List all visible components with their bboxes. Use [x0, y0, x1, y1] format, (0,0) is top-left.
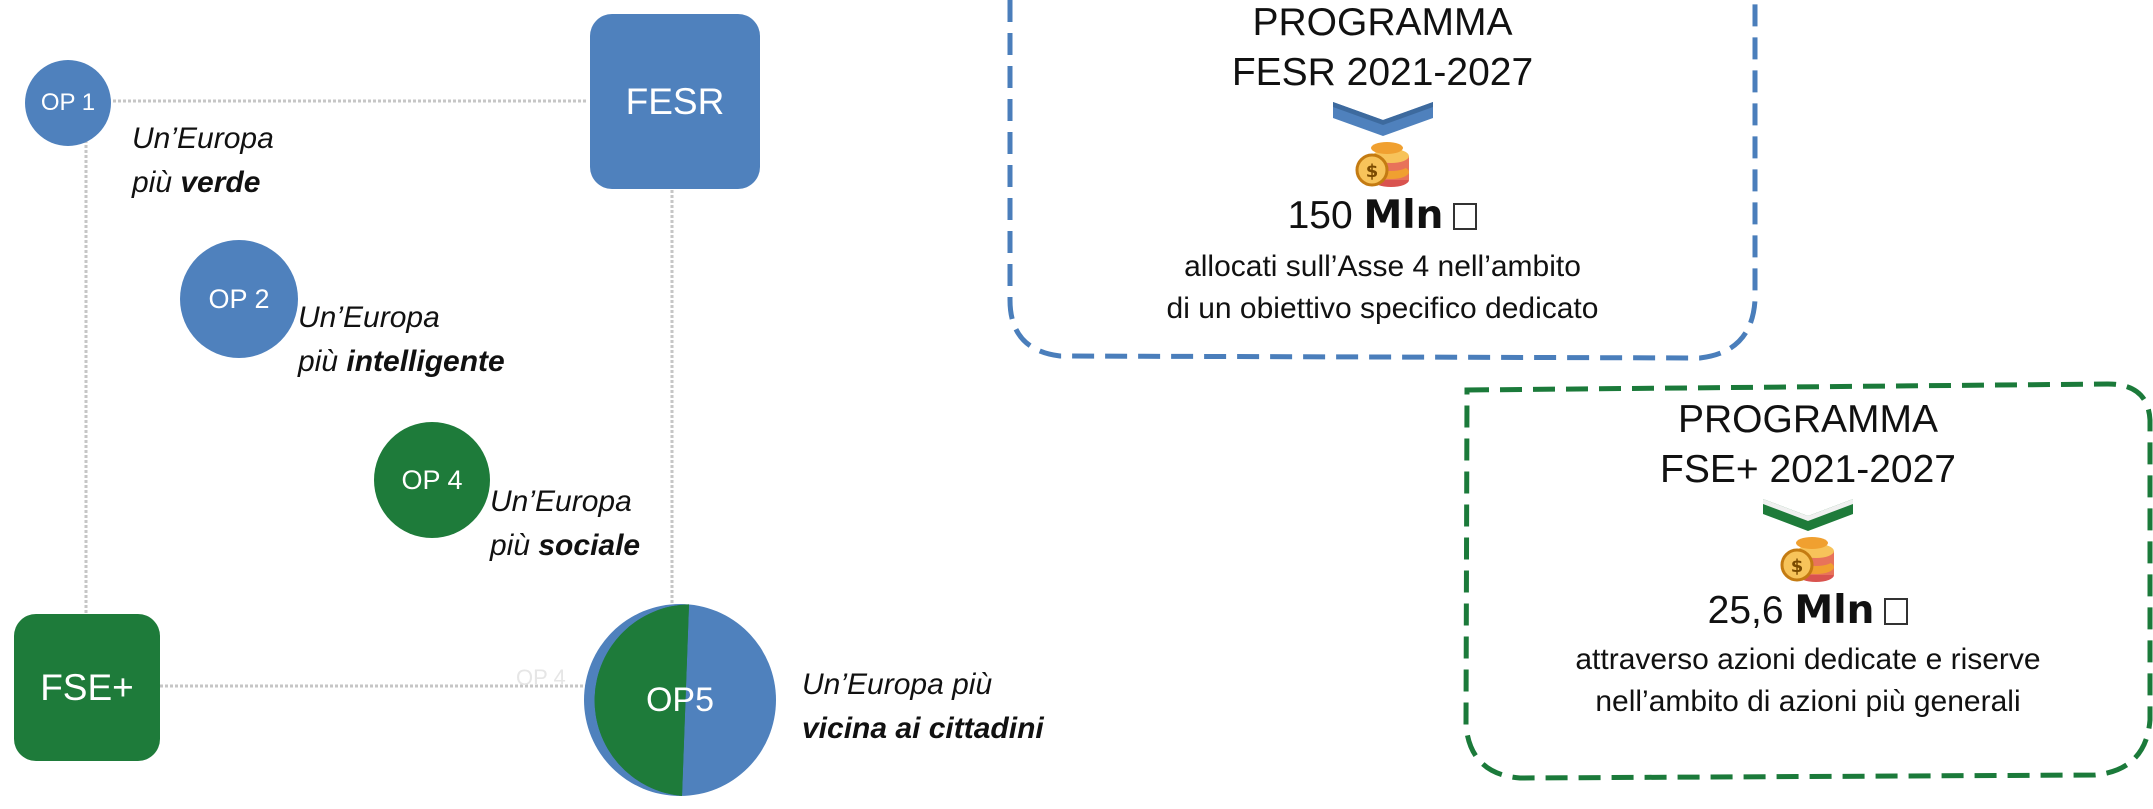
op4-node: OP 4 [374, 422, 490, 538]
fse-amount-line: 25,6 Mln [1466, 587, 2150, 635]
op4-caption-bold: sociale [538, 529, 641, 562]
op5-faint-label: OP 4 [516, 665, 566, 690]
op4-caption: Un’Europa più sociale [490, 480, 640, 568]
chevron-down-icon [1763, 499, 1853, 531]
fse-unit: Mln [1794, 588, 1875, 633]
op5-caption: Un’Europa più vicina ai cittadini [802, 663, 1044, 751]
op5-node [584, 604, 776, 796]
op1-caption-line1: Un’Europa [132, 122, 274, 155]
fse-program-box [1463, 381, 2153, 781]
op1-caption-line2: più verde [132, 166, 261, 199]
fesr-program-period: FESR 2021-2027 [1231, 51, 1534, 94]
op5-caption-bold: vicina ai cittadini [802, 712, 1044, 745]
op1-caption-bold: verde [180, 166, 261, 199]
fesr-program-title: PROGRAMMA [1252, 1, 1513, 44]
fse-amount: 25,6 [1707, 589, 1784, 632]
fse-desc-line2: nell’ambito di azioni più generali [1595, 685, 2021, 718]
svg-text:$: $ [1791, 556, 1804, 577]
op5-caption-line2: vicina ai cittadini [802, 707, 1044, 751]
fesr-program-box [1007, 0, 1758, 361]
op2-caption-line2: più intelligente [298, 345, 505, 378]
op2-caption-line1: Un’Europa [298, 301, 440, 334]
fse-desc-line1: attraverso azioni dedicate e riserve [1575, 643, 2041, 676]
fesr-unit: Mln [1363, 193, 1444, 238]
coins-icon: $ [1355, 142, 1409, 187]
op2-caption: Un’Europa più intelligente [298, 296, 505, 384]
fse-program: PROGRAMMA FSE+ 2021-2027 $ 25,6 Mln attr… [1466, 395, 2150, 723]
fesr-desc-line2: di un obiettivo specifico dedicato [1166, 292, 1599, 325]
op5-caption-line1: Un’Europa più [802, 668, 993, 701]
op1-node: OP 1 [25, 60, 111, 146]
op4-caption-line1: Un’Europa [490, 485, 632, 518]
coins-icon: $ [1780, 537, 1834, 582]
fesr-desc-line1: allocati sull’Asse 4 nell’ambito [1184, 250, 1581, 283]
fesr-amount-line: 150 Mln [1010, 192, 1755, 240]
currency-glyph-box [1884, 598, 1909, 625]
svg-text:$: $ [1365, 161, 1378, 182]
fesr-amount: 150 [1287, 194, 1353, 237]
fse-program-period: FSE+ 2021-2027 [1660, 448, 1956, 491]
fesr-program: PROGRAMMA FESR 2021-2027 $ 150 Mln alloc… [1010, 0, 1755, 330]
fse-program-title: PROGRAMMA [1677, 398, 1938, 441]
currency-glyph-box [1453, 203, 1478, 230]
fse-node: FSE+ [14, 614, 160, 761]
op5-label: OP5 [645, 680, 715, 719]
op2-caption-bold: intelligente [346, 345, 505, 378]
op2-node: OP 2 [180, 240, 298, 358]
op1-caption: Un’Europa più verde [132, 117, 274, 205]
op4-caption-line2: più sociale [490, 529, 641, 562]
chevron-down-icon [1332, 102, 1433, 136]
fesr-node: FESR [590, 14, 760, 189]
